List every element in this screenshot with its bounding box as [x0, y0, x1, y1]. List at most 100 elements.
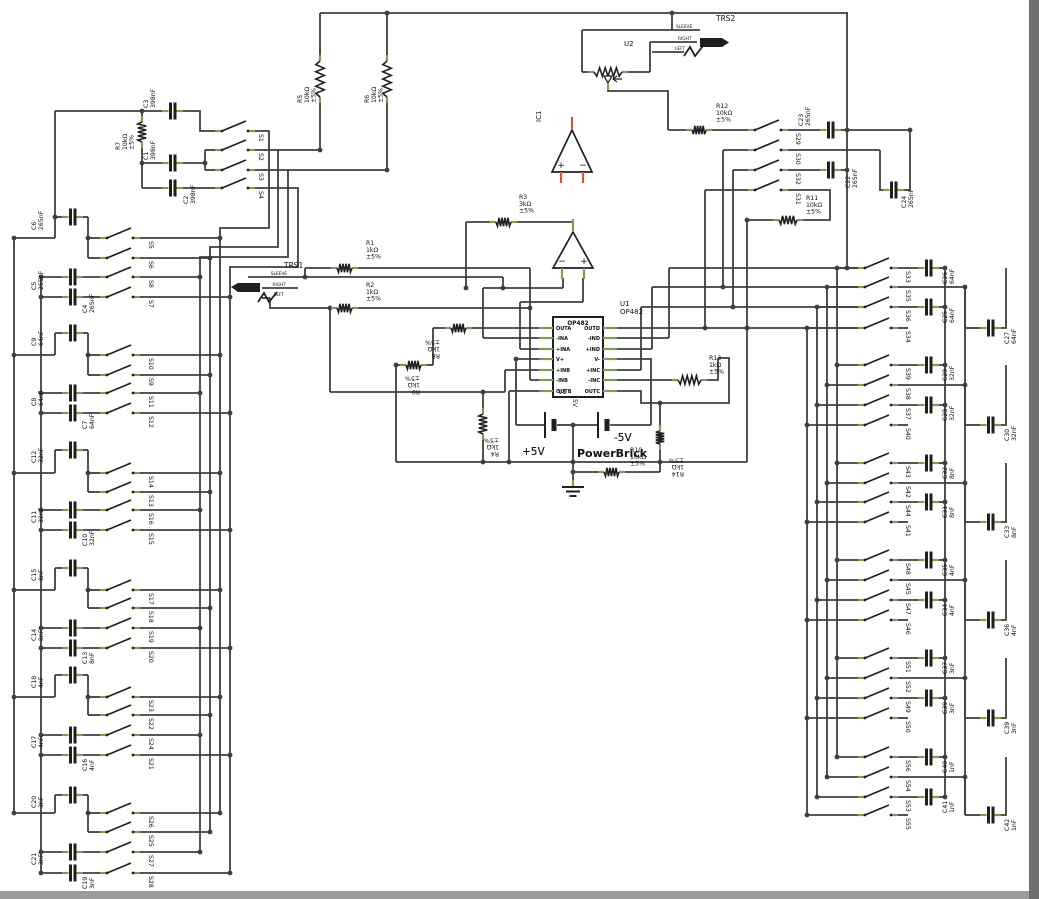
switch-S35[interactable] [858, 276, 898, 289]
capacitor-C16[interactable] [62, 746, 83, 764]
opamp-IC1[interactable] [550, 117, 594, 183]
switch-S54[interactable] [858, 766, 898, 779]
capacitor-C30[interactable] [980, 416, 1001, 434]
switch-S14[interactable] [100, 462, 140, 475]
capacitor-C42[interactable] [980, 806, 1001, 824]
switch-S8[interactable] [100, 266, 140, 279]
switch-S27[interactable] [100, 841, 140, 854]
switch-S50[interactable] [858, 707, 898, 720]
resistor-R14[interactable] [655, 425, 665, 450]
switch-S19[interactable] [100, 617, 140, 630]
opamp-aux[interactable] [551, 219, 595, 279]
switch-S4[interactable] [215, 177, 255, 190]
switch-S45[interactable] [858, 569, 898, 582]
switch-S22[interactable] [100, 704, 140, 717]
switch-S47[interactable] [858, 589, 898, 602]
capacitor-C19[interactable] [62, 864, 83, 882]
capacitor-C14[interactable] [62, 619, 83, 637]
switch-S12[interactable] [100, 402, 140, 415]
switch-S23[interactable] [100, 686, 140, 699]
switch-S33[interactable] [858, 257, 898, 270]
capacitor-C20[interactable] [62, 786, 83, 804]
switch-S52[interactable] [858, 667, 898, 680]
switch-S29[interactable] [748, 119, 788, 132]
jack-TRS1[interactable] [231, 283, 278, 304]
capacitor-C38[interactable] [918, 689, 939, 707]
switch-S56[interactable] [858, 746, 898, 759]
switch-S44[interactable] [858, 491, 898, 504]
capacitor-C34[interactable] [918, 591, 939, 609]
capacitor-C37[interactable] [918, 649, 939, 667]
capacitor-C25[interactable] [918, 298, 939, 316]
capacitor-C2[interactable] [162, 179, 183, 197]
capacitor-C1[interactable] [162, 154, 183, 172]
switch-S7[interactable] [100, 286, 140, 299]
resistor-R9[interactable] [400, 360, 427, 373]
switch-S43[interactable] [858, 452, 898, 465]
capacitor-C39[interactable] [980, 709, 1001, 727]
switch-S31[interactable] [748, 179, 788, 192]
switch-S17[interactable] [100, 579, 140, 592]
capacitor-C23[interactable] [820, 121, 841, 139]
capacitor-C10[interactable] [62, 521, 83, 539]
switch-S32[interactable] [748, 159, 788, 172]
capacitor-C31[interactable] [918, 493, 939, 511]
switch-S16[interactable] [100, 499, 140, 512]
switch-S21[interactable] [100, 744, 140, 757]
resistor-R6[interactable] [380, 55, 394, 103]
switch-S40[interactable] [858, 414, 898, 427]
switch-S49[interactable] [858, 687, 898, 700]
switch-S15[interactable] [100, 519, 140, 532]
battery--5V[interactable] [597, 412, 610, 438]
capacitor-C41[interactable] [918, 788, 939, 806]
resistor-R2[interactable] [331, 303, 358, 316]
switch-S3[interactable] [215, 159, 255, 172]
switch-S51[interactable] [858, 647, 898, 660]
capacitor-C11[interactable] [62, 501, 83, 519]
switch-S2[interactable] [215, 139, 255, 152]
capacitor-C35[interactable] [918, 551, 939, 569]
ic-U1[interactable] [539, 316, 617, 398]
resistor-R4[interactable] [476, 408, 488, 440]
switch-S13[interactable] [100, 481, 140, 494]
capacitor-C26[interactable] [918, 259, 939, 277]
capacitor-C13[interactable] [62, 639, 83, 657]
switch-S42[interactable] [858, 472, 898, 485]
resistor-R13[interactable] [672, 372, 707, 388]
switch-S55[interactable] [858, 804, 898, 817]
capacitor-C33[interactable] [980, 513, 1001, 531]
capacitor-C40[interactable] [918, 748, 939, 766]
switch-S20[interactable] [100, 637, 140, 650]
switch-S1[interactable] [215, 120, 255, 133]
switch-S46[interactable] [858, 609, 898, 622]
switch-S10[interactable] [100, 344, 140, 357]
capacitor-C22[interactable] [820, 161, 841, 179]
switch-S30[interactable] [748, 139, 788, 152]
capacitor-C29[interactable] [918, 356, 939, 374]
resistor-R10[interactable] [598, 467, 625, 480]
switch-S28[interactable] [100, 862, 140, 875]
capacitor-C5[interactable] [62, 268, 83, 286]
potentiometer-U2[interactable] [588, 65, 628, 90]
capacitor-C9[interactable] [62, 324, 83, 342]
switch-S36[interactable] [858, 296, 898, 309]
resistor-R11[interactable] [773, 215, 803, 227]
capacitor-C21[interactable] [62, 843, 83, 861]
switch-S48[interactable] [858, 549, 898, 562]
switch-S18[interactable] [100, 597, 140, 610]
switch-S37[interactable] [858, 394, 898, 407]
switch-S24[interactable] [100, 724, 140, 737]
capacitor-C36[interactable] [980, 611, 1001, 629]
resistor-R5[interactable] [313, 55, 327, 103]
switch-S5[interactable] [100, 227, 140, 240]
capacitor-C17[interactable] [62, 726, 83, 744]
resistor-R12[interactable] [686, 125, 712, 135]
capacitor-C3[interactable] [162, 102, 183, 120]
switch-S25[interactable] [100, 821, 140, 834]
capacitor-C24[interactable] [883, 181, 904, 199]
jack-TRS2[interactable] [683, 38, 729, 58]
capacitor-C15[interactable] [62, 559, 83, 577]
capacitor-C12[interactable] [62, 441, 83, 459]
switch-S41[interactable] [858, 511, 898, 524]
resistor-R1[interactable] [331, 263, 358, 276]
